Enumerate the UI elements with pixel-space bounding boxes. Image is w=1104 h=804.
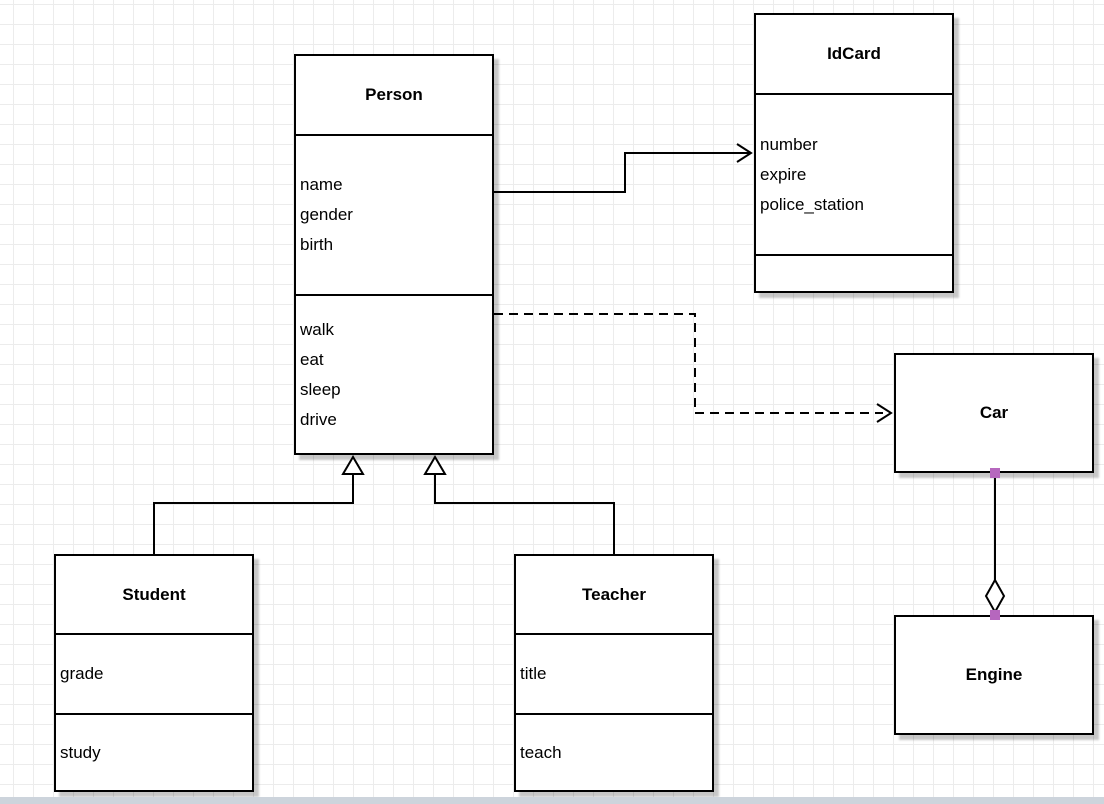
attribute-grade: grade <box>60 664 104 683</box>
attribute-gender: gender <box>300 205 353 224</box>
method-walk: walk <box>300 319 335 339</box>
edge-student-person[interactable] <box>153 455 365 554</box>
edge-car-engine[interactable] <box>984 468 1006 620</box>
method-study: study <box>60 742 101 762</box>
hollow-diamond-icon <box>984 577 1006 615</box>
canvas-bottom-edge <box>0 797 1104 804</box>
method-eat: eat <box>300 349 324 369</box>
attribute-number: number <box>760 134 818 154</box>
attribute-title: title <box>520 664 547 683</box>
class-idcard[interactable]: IdCard number expire police_station <box>754 13 954 293</box>
class-person[interactable]: Person name gender birth walk eat sleep … <box>294 54 494 455</box>
open-arrow-icon <box>736 143 753 163</box>
attribute-expire: expire <box>760 164 807 184</box>
class-idcard-methods <box>756 256 952 291</box>
class-idcard-title: IdCard <box>756 15 952 95</box>
class-car-title: Car <box>979 403 1009 422</box>
hollow-triangle-icon <box>423 455 447 475</box>
class-engine-title: Engine <box>965 665 1023 684</box>
class-idcard-attributes: number expire police_station <box>756 95 952 256</box>
attribute-birth: birth <box>300 235 334 254</box>
class-person-attributes: name gender birth <box>296 136 492 296</box>
class-teacher-title: Teacher <box>516 556 712 635</box>
hollow-triangle-icon <box>341 455 365 475</box>
class-student-title: Student <box>56 556 252 635</box>
class-student[interactable]: Student grade study <box>54 554 254 792</box>
edge-person-idcard[interactable] <box>494 143 753 193</box>
edge-person-car[interactable] <box>494 313 893 423</box>
class-teacher-methods: teach <box>516 715 712 790</box>
class-engine[interactable]: Engine <box>894 615 1094 735</box>
method-sleep: sleep <box>300 379 341 399</box>
class-teacher-attributes: title <box>516 635 712 715</box>
attribute-name: name <box>300 175 343 194</box>
class-teacher[interactable]: Teacher title teach <box>514 554 714 792</box>
class-student-methods: study <box>56 715 252 790</box>
edge-teacher-person[interactable] <box>423 455 615 554</box>
class-car[interactable]: Car <box>894 353 1094 473</box>
open-arrow-icon <box>876 403 893 423</box>
attribute-police-station: police_station <box>760 194 864 214</box>
method-teach: teach <box>520 742 562 762</box>
class-student-attributes: grade <box>56 635 252 715</box>
class-person-title: Person <box>296 56 492 136</box>
class-person-methods: walk eat sleep drive <box>296 296 492 453</box>
method-drive: drive <box>300 409 337 429</box>
